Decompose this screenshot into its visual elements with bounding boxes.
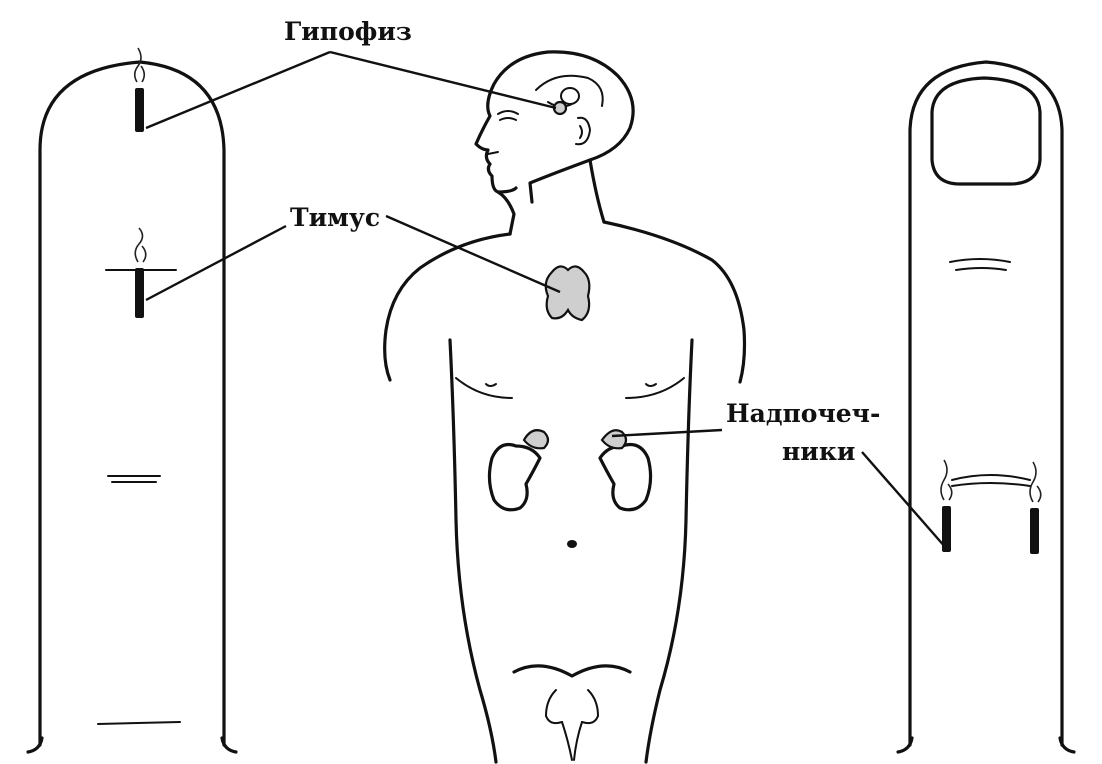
thymus-gland <box>546 266 590 320</box>
human-figure <box>385 52 745 762</box>
right-finger <box>898 62 1074 752</box>
left-finger <box>28 62 236 752</box>
label-pituitary: Гипофиз <box>284 17 412 46</box>
label-adrenals-line1: Надпочеч- <box>726 399 880 428</box>
label-thymus: Тимус <box>290 203 380 232</box>
moxa-stick-right-a <box>941 460 952 552</box>
moxa-stick-lower <box>106 228 176 318</box>
moxa-stick-right-b <box>1030 462 1041 554</box>
label-adrenals-line2: ники <box>782 437 855 466</box>
adrenal-glands <box>524 430 626 448</box>
